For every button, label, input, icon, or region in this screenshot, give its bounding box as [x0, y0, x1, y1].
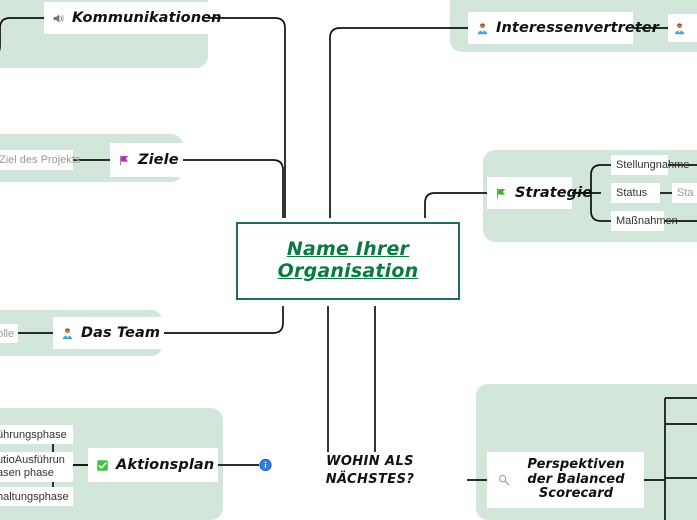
speaker-icon	[52, 12, 65, 25]
person-icon	[673, 22, 686, 35]
child-node-massnahmen[interactable]: Maßnahmen	[611, 211, 678, 231]
central-topic-label: Name Ihrer Organisation	[277, 238, 419, 282]
person-icon	[61, 327, 74, 340]
branch-node-aktionsplan[interactable]: Aktionsplan	[88, 448, 218, 482]
branch-node-ziele[interactable]: Ziele	[110, 143, 183, 177]
branch-label-balanced-scorecard: Perspektiven der Balanced Scorecard	[527, 456, 625, 502]
flag-magenta-icon	[118, 154, 131, 167]
child-node-stellungnahme[interactable]: Stellungnahme	[611, 155, 689, 175]
child-label-erhaltungsphase: haltungsphase	[0, 490, 69, 503]
child-node-ausfuehrungsphase[interactable]: utioAusführun asen phase	[0, 452, 73, 482]
branch-node-strategie[interactable]: Strategie	[487, 177, 592, 209]
branch-label-strategie: Strategie	[515, 185, 593, 201]
branch-label-kommunikationen: Kommunikationen	[72, 10, 222, 26]
checkbox-green-icon	[96, 459, 109, 472]
branch-node-balanced-scorecard[interactable]: Perspektiven der Balanced Scorecard	[487, 452, 644, 508]
branch-node-das-team[interactable]: Das Team	[53, 317, 164, 349]
child-node-das-team-rolle[interactable]: olle	[0, 324, 18, 343]
info-icon[interactable]	[259, 458, 272, 472]
child-label-massnahmen: Maßnahmen	[616, 215, 678, 227]
child-node-status[interactable]: Status	[611, 183, 660, 203]
child-label-das-team-rolle: olle	[0, 327, 15, 340]
branch-label-interessenvertreter: Interessenvertreter	[496, 20, 660, 36]
next-step-callout: WOHIN ALS NÄCHSTES?	[325, 454, 415, 487]
grandchild-label-status-sta: Sta	[677, 187, 694, 199]
child-label-stellungnahme: Stellungnahme	[616, 159, 690, 171]
central-topic-node[interactable]: Name Ihrer Organisation	[236, 222, 460, 300]
child-node-erhaltungsphase[interactable]: haltungsphase	[0, 487, 73, 506]
child-label-ziel-des-projekts: Ziel des Projekts	[0, 154, 81, 166]
branch-label-aktionsplan: Aktionsplan	[116, 457, 215, 473]
grandchild-node-status-sta[interactable]: Sta	[672, 183, 697, 203]
child-label-status: Status	[616, 187, 648, 199]
branch-label-ziele: Ziele	[138, 152, 179, 168]
child-label-ausfuehrungsphase: utioAusführun asen phase	[0, 454, 65, 479]
person-icon	[476, 22, 489, 35]
magnifier-icon	[497, 473, 511, 487]
child-node-interessenvertreter-1[interactable]	[668, 14, 697, 42]
child-label-einfuehrungsphase: ührungsphase	[0, 428, 67, 441]
child-node-ziel-des-projekts[interactable]: Ziel des Projekts	[0, 150, 80, 170]
branch-node-interessenvertreter[interactable]: Interessenvertreter	[468, 12, 659, 44]
flag-green-icon	[495, 187, 508, 200]
child-node-einfuehrungsphase[interactable]: ührungsphase	[0, 425, 73, 444]
branch-label-das-team: Das Team	[81, 325, 161, 341]
branch-node-kommunikationen[interactable]: Kommunikationen	[44, 2, 221, 34]
